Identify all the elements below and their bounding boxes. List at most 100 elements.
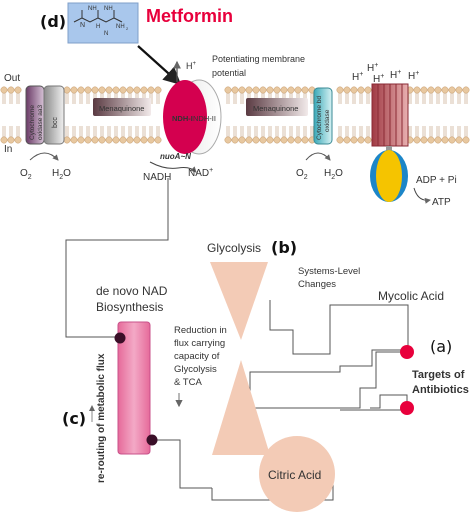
o2-right: O2 [296, 168, 308, 181]
de-novo-node-bottom [146, 434, 158, 446]
lipid-head [245, 136, 253, 144]
lipid-head [455, 136, 463, 144]
glycolysis-label: Glycolysis [207, 241, 261, 255]
glycolysis-cone-top [210, 262, 268, 340]
lipid-head [77, 86, 85, 94]
reduction-label-3: capacity of [174, 351, 220, 362]
lipid-head [7, 136, 15, 144]
lipid-head [364, 86, 372, 94]
nad-label: NAD+ [188, 167, 213, 179]
ndh-h-plus: H+ [186, 61, 197, 71]
lipid-head [98, 86, 106, 94]
lipid-head [14, 86, 22, 94]
target-node-top [400, 345, 414, 359]
lipid-head [112, 136, 120, 144]
lipid-head [252, 86, 260, 94]
panel-label-d: (d) [40, 12, 66, 31]
de-novo-node-top [114, 332, 126, 344]
cyt-bd-label-1: Cytochrome bd [316, 96, 323, 140]
formula-nh-right: NH [104, 6, 113, 12]
reduction-label-1: Reduction in [174, 325, 227, 336]
ndh2-label: NDH-II [193, 114, 216, 123]
lipid-head [434, 86, 442, 94]
cyt-aa3-label-2: oxidase aa3 [37, 105, 44, 140]
lipid-head [119, 136, 127, 144]
lipid-head [413, 86, 421, 94]
de-novo-nad-bar [117, 321, 151, 455]
lipid-head [462, 136, 470, 144]
rerouting-label: re-routing of metabolic flux [96, 353, 107, 483]
lipid-head [7, 86, 15, 94]
lipid-head [14, 136, 22, 144]
lipid-head [273, 136, 281, 144]
lipid-head [63, 86, 71, 94]
lipid-head [336, 86, 344, 94]
panel-label-c: (c) [62, 409, 86, 428]
lipid-head [63, 136, 71, 144]
h2o-left: H2O [52, 168, 71, 181]
lipid-head [448, 136, 456, 144]
lipid-head [154, 86, 162, 94]
lipid-head [287, 86, 295, 94]
adp-label: ADP + Pi [416, 175, 457, 186]
panel-label-a: (a) [430, 337, 452, 356]
lipid-head [420, 86, 428, 94]
atp-h-plus-5: H+ [408, 70, 419, 82]
metformin-structure: N NH NH H N NH 2 [67, 2, 139, 44]
target-node-bottom [400, 401, 414, 415]
atp-h-plus-1: H+ [352, 71, 363, 83]
lipid-head [245, 86, 253, 94]
formula-nh-left: NH [88, 6, 97, 12]
lipid-head [301, 86, 309, 94]
lipid-head [119, 86, 127, 94]
reduction-label-5: & TCA [174, 377, 202, 388]
o2-left: O2 [20, 168, 32, 181]
lipid-head [147, 86, 155, 94]
lipid-head [294, 136, 302, 144]
de-novo-label-1: de novo NAD [96, 284, 168, 298]
systems-label-2: Changes [298, 279, 336, 290]
lipid-head [413, 136, 421, 144]
lipid-head [105, 136, 113, 144]
lipid-head [455, 86, 463, 94]
targets-label-2: Antibiotics [412, 384, 469, 396]
citric-acid-node [259, 436, 335, 512]
lipid-head [133, 86, 141, 94]
formula-nh-mid: H [96, 24, 100, 30]
lipid-head [224, 136, 232, 144]
atp-h-plus-3: H+ [373, 73, 384, 85]
reduction-label-2: flux carrying [174, 338, 225, 349]
lipid-head [434, 136, 442, 144]
menaquinone-left-label: Menaquinone [99, 104, 144, 113]
lipid-head [252, 136, 260, 144]
lipid-head [280, 86, 288, 94]
lipid-head [357, 136, 365, 144]
metformin-arrow [137, 45, 182, 85]
lipid-head [441, 86, 449, 94]
atp-label: ATP [432, 197, 451, 208]
lipid-head [280, 136, 288, 144]
ndh1-label: NDH-I [172, 114, 193, 123]
lipid-head [140, 136, 148, 144]
bcc-label: bcc [52, 117, 59, 128]
glycolysis-cone-bottom [212, 360, 270, 455]
lipid-head [91, 86, 99, 94]
de-novo-label-2: Biosynthesis [96, 300, 163, 314]
lipid-head [441, 136, 449, 144]
mycolic-label: Mycolic Acid [378, 289, 444, 303]
nuoa-label: nuoA~N [160, 152, 191, 161]
formula-n1: N [80, 22, 85, 29]
systems-label-1: Systems-Level [298, 266, 360, 277]
menaquinone-left [93, 98, 151, 116]
lipid-head [126, 136, 134, 144]
lipid-head [287, 136, 295, 144]
formula-nh2-sub: 2 [126, 26, 129, 31]
lipid-head [224, 86, 232, 94]
lipid-head [294, 86, 302, 94]
lipid-head [448, 86, 456, 94]
lipid-head [77, 136, 85, 144]
lipid-head [259, 86, 267, 94]
reduction-label-4: Glycolysis [174, 364, 217, 375]
metformin-title: Metformin [146, 6, 233, 26]
lipid-head [273, 86, 281, 94]
